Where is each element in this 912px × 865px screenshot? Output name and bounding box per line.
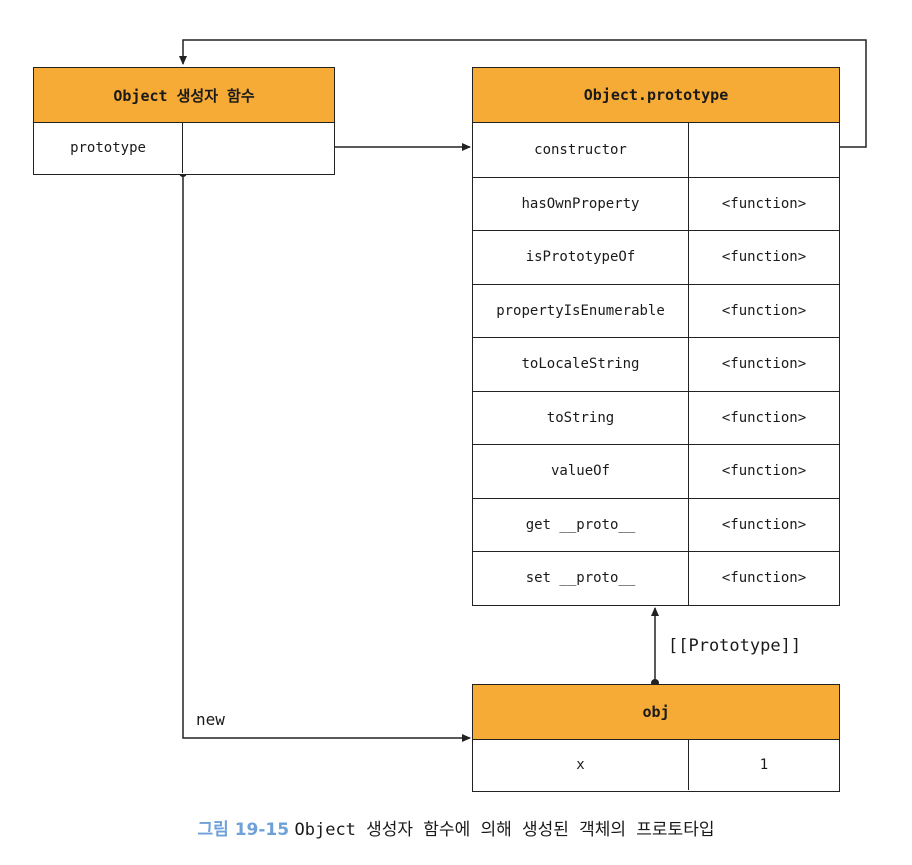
prototype-row: toLocaleString <function>	[473, 337, 839, 391]
prototype-row: hasOwnProperty <function>	[473, 176, 839, 230]
prototype-row-value: <function>	[721, 249, 807, 266]
prototype-row-value: <function>	[721, 463, 807, 480]
constructor-function-box: Object 생성자 함수 prototype	[33, 67, 335, 175]
prototype-row-key: hasOwnProperty	[473, 177, 689, 230]
obj-title: obj	[473, 685, 839, 740]
prototype-row-key: propertyIsEnumerable	[473, 284, 689, 337]
obj-property-key: x	[473, 740, 689, 790]
obj-property-value: 1	[759, 757, 769, 773]
prototype-row-value: <function>	[721, 195, 807, 212]
prototype-row-key: valueOf	[473, 445, 689, 498]
prototype-property-key: prototype	[34, 123, 183, 173]
prototype-row-value: <function>	[721, 516, 807, 533]
object-prototype-title: Object.prototype	[473, 68, 839, 123]
figure-caption: 그림 19-15 Object 생성자 함수에 의해 생성된 객체의 프로토타입	[0, 815, 912, 840]
prototype-row-key: toString	[473, 391, 689, 444]
prototype-row-key: constructor	[473, 123, 689, 177]
figure-number: 그림 19-15	[197, 820, 290, 840]
prototype-row: toString <function>	[473, 390, 839, 444]
figure-caption-text: Object 생성자 함수에 의해 생성된 객체의 프로토타입	[294, 820, 715, 840]
constructor-function-title: Object 생성자 함수	[34, 68, 334, 123]
new-label: new	[196, 710, 225, 729]
prototype-row: get __proto__ <function>	[473, 497, 839, 551]
prototype-row-value: <function>	[721, 570, 807, 587]
prototype-row-value: <function>	[721, 356, 807, 373]
obj-box: obj x 1	[472, 684, 840, 792]
prototype-row-key: isPrototypeOf	[473, 231, 689, 284]
prototype-row: propertyIsEnumerable <function>	[473, 283, 839, 337]
prototype-row-key: toLocaleString	[473, 338, 689, 391]
prototype-row-key: set __proto__	[473, 552, 689, 605]
prototype-row-value	[689, 123, 839, 177]
prototype-row: set __proto__ <function>	[473, 551, 839, 605]
prototype-row: constructor	[473, 123, 839, 177]
prototype-row: isPrototypeOf <function>	[473, 230, 839, 284]
prototype-row-value: <function>	[721, 302, 807, 319]
prototype-row: valueOf <function>	[473, 444, 839, 498]
prototype-link-label: [[Prototype]]	[668, 636, 802, 656]
prototype-property-value	[183, 123, 334, 173]
prototype-row-value: <function>	[721, 409, 807, 426]
new-arrow	[182, 173, 471, 742]
prototype-row-key: get __proto__	[473, 498, 689, 551]
